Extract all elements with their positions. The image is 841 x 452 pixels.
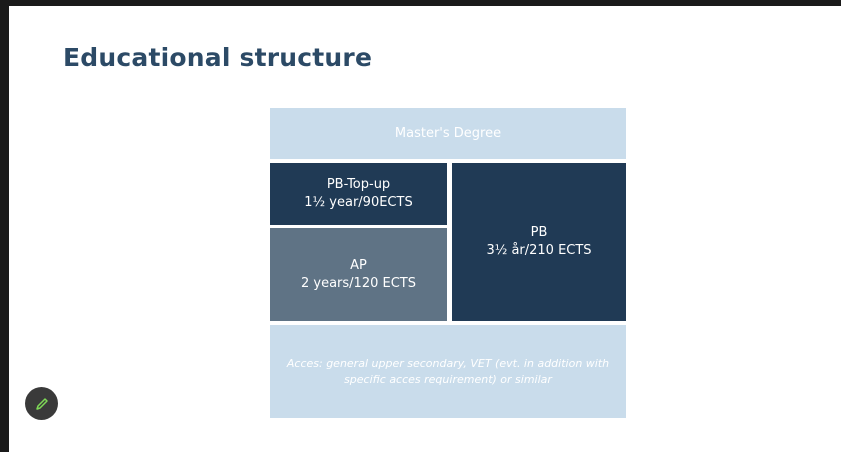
ap-label: AP xyxy=(350,257,367,273)
pb-duration: 3½ år/210 ECTS xyxy=(486,243,592,258)
ap-duration: 2 years/120 ECTS xyxy=(301,275,416,291)
pb-top-up-label: PB-Top-up xyxy=(326,177,391,192)
slide-title: Educational structure xyxy=(63,43,373,72)
window-frame-left xyxy=(0,0,9,452)
pb-box: PB 3½ år/210 ECTS xyxy=(452,163,626,321)
pen-tool-button[interactable] xyxy=(25,387,58,420)
access-requirements-box: Acces: general upper secondary, VET (evt… xyxy=(270,325,626,418)
pb-label: PB xyxy=(530,225,548,240)
ap-box: AP 2 years/120 ECTS xyxy=(270,228,447,321)
masters-degree-label: Master's Degree xyxy=(394,126,502,141)
pen-icon xyxy=(35,397,48,410)
pb-top-up-duration: 1½ year/90ECTS xyxy=(304,195,413,210)
slide: Educational structure Master's Degree PB… xyxy=(9,6,841,452)
masters-degree-box: Master's Degree xyxy=(270,108,626,159)
window-frame-top xyxy=(0,0,841,6)
access-requirements-text: Acces: general upper secondary, VET (evt… xyxy=(286,356,610,386)
pb-top-up-box: PB-Top-up 1½ year/90ECTS xyxy=(270,163,447,225)
